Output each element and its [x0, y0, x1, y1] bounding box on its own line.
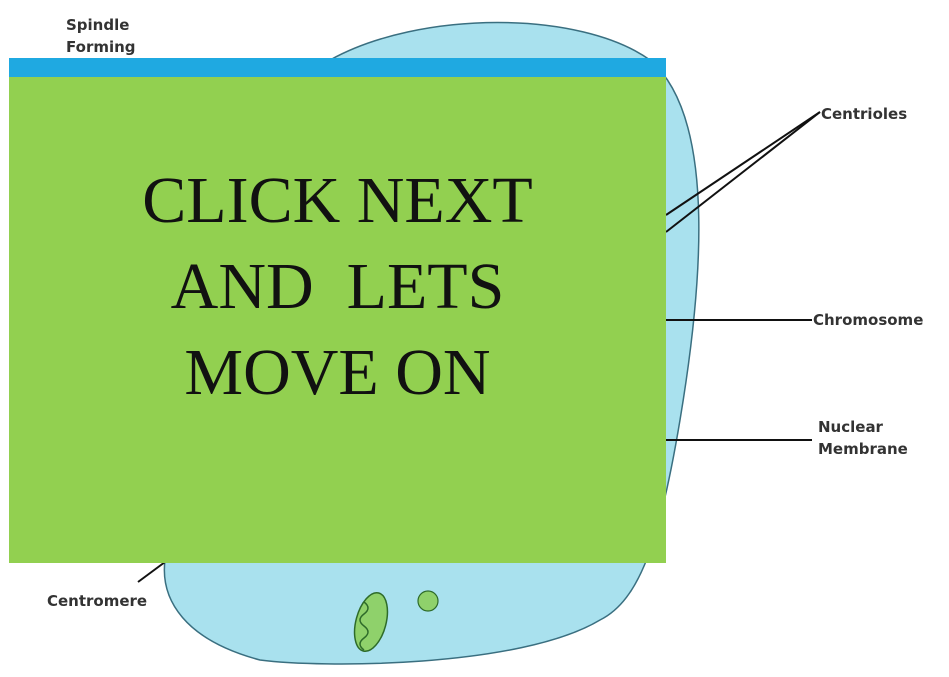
- vesicle-icon: [418, 591, 438, 611]
- nuclear-membrane-label: Nuclear Membrane: [818, 416, 908, 460]
- overlay-top-bar: [9, 58, 666, 77]
- click-next-overlay: CLICK NEXT AND LETS MOVE ON: [9, 58, 666, 563]
- nuclear-label-line2: Membrane: [818, 438, 908, 460]
- spindle-label-line2: Forming: [66, 36, 136, 58]
- overlay-line-2: AND LETS: [9, 244, 666, 330]
- spindle-label-line1: Spindle: [66, 14, 136, 36]
- nuclear-label-line1: Nuclear: [818, 416, 908, 438]
- overlay-line-1: CLICK NEXT: [9, 158, 666, 244]
- overlay-message: CLICK NEXT AND LETS MOVE ON: [9, 158, 666, 416]
- overlay-line-3: MOVE ON: [9, 330, 666, 416]
- chromosome-label: Chromosome: [813, 309, 923, 331]
- centrioles-label: Centrioles: [821, 103, 907, 125]
- centromere-label: Centromere: [47, 590, 147, 612]
- spindle-forming-label: Spindle Forming: [66, 14, 136, 58]
